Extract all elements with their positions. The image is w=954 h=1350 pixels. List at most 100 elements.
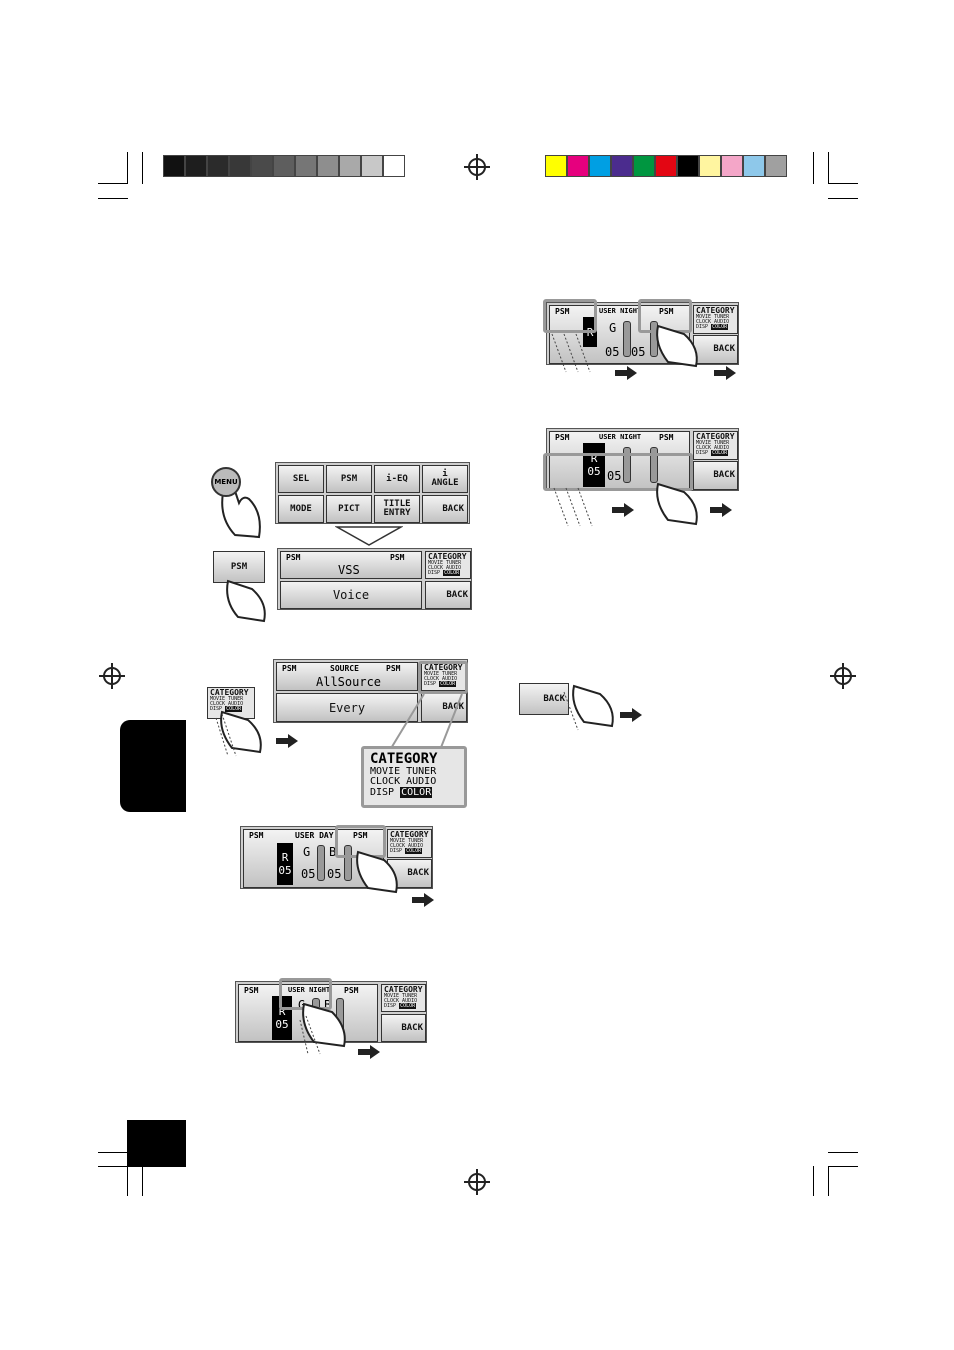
crop-mark [813, 1166, 814, 1196]
color-swatch [295, 155, 317, 177]
category-row: MOVIE TUNER [696, 314, 730, 320]
color-swatch [273, 155, 295, 177]
category-button[interactable]: CATEGORY MOVIE TUNER CLOCK AUDIO DISP CO… [693, 305, 738, 334]
category-key[interactable]: CATEGORY MOVIE TUNER CLOCK AUDIO DISP CO… [207, 687, 255, 719]
source-item-bar [276, 662, 418, 691]
psm-left-label[interactable]: PSM [244, 986, 259, 995]
angle-label-a: i [442, 469, 448, 479]
red-level[interactable]: R 05 [277, 843, 293, 885]
b-slider[interactable] [344, 845, 352, 881]
back-button[interactable]: BACK [422, 495, 468, 523]
menu-key[interactable]: MENU [211, 467, 241, 497]
finger-icon [553, 487, 593, 527]
psm-key[interactable]: PSM [213, 551, 265, 583]
category-disp: DISP [390, 848, 403, 854]
grayscale-strip [163, 155, 405, 177]
n2-value: 05 [631, 345, 646, 359]
category-color: COLOR [405, 848, 423, 854]
crop-mark [828, 183, 858, 184]
mode-button[interactable]: MODE [278, 495, 324, 523]
color-swatch [251, 155, 273, 177]
psm-left-label[interactable]: PSM [249, 831, 264, 840]
b-value: 05 [327, 867, 342, 881]
g-value: 05 [301, 867, 316, 881]
registration-mark-icon [464, 1169, 490, 1195]
category-disp: DISP [384, 1003, 397, 1009]
back-button[interactable]: BACK [693, 461, 738, 490]
psm-left-label[interactable]: PSM [282, 664, 297, 673]
color-swatch [633, 155, 655, 177]
finger-icon [551, 333, 591, 373]
finger-icon [226, 579, 266, 623]
back-key[interactable]: BACK [519, 683, 569, 715]
finger-icon [221, 489, 261, 539]
category-row: CLOCK AUDIO [424, 676, 458, 682]
category-disp: DISP [424, 681, 437, 687]
category-row: MOVIE TUNER [390, 838, 424, 844]
user-night-bar [549, 431, 690, 490]
back-button[interactable]: BACK [381, 1014, 426, 1042]
category-button[interactable]: CATEGORY MOVIE TUNER CLOCK AUDIO DISP CO… [693, 431, 738, 460]
g-slider[interactable] [623, 447, 631, 483]
category-row: MOVIE TUNER [384, 993, 418, 999]
title-entry-button[interactable]: TITLE ENTRY [374, 495, 420, 523]
psm-screen: PSM PSM VSS Voice CATEGORY MOVIE TUNER C… [277, 548, 472, 610]
pict-button[interactable]: PICT [326, 495, 372, 523]
source-sub-bar[interactable]: Every [276, 693, 418, 722]
psm-right-label[interactable]: PSM [386, 664, 401, 673]
back-button[interactable]: BACK [425, 581, 471, 609]
category-callout: CATEGORY MOVIE TUNER CLOCK AUDIO DISP CO… [361, 746, 467, 808]
angle-button[interactable]: i ANGLE [422, 465, 468, 493]
category-disp: DISP [696, 450, 709, 456]
crop-mark [813, 152, 814, 184]
finger-icon [356, 850, 398, 894]
crop-mark [828, 152, 829, 184]
color-swatch [567, 155, 589, 177]
color-swatch [699, 155, 721, 177]
transition-arrow-icon [335, 526, 403, 546]
category-button[interactable]: CATEGORY MOVIE TUNER CLOCK AUDIO DISP CO… [387, 829, 432, 858]
ieq-button[interactable]: i-EQ [374, 465, 420, 493]
category-row: MOVIE TUNER [424, 671, 458, 677]
psm-right-label[interactable]: PSM [353, 831, 368, 840]
callout-lines [389, 693, 463, 751]
crop-mark [98, 1152, 128, 1153]
category-title: CATEGORY [696, 432, 735, 441]
psm-left-label[interactable]: PSM [555, 433, 570, 442]
psm-left-label[interactable]: PSM [555, 307, 570, 316]
category-row: CLOCK AUDIO [390, 843, 424, 849]
category-row: CLOCK AUDIO [696, 445, 730, 451]
psm-left-label[interactable]: PSM [286, 553, 301, 562]
crop-mark [828, 198, 858, 199]
category-title: CATEGORY [210, 688, 249, 697]
color-swatch [163, 155, 185, 177]
psm-right-label[interactable]: PSM [659, 433, 674, 442]
color-swatch [383, 155, 405, 177]
psm-right-label[interactable]: PSM [390, 553, 405, 562]
psm-right-label[interactable]: PSM [659, 307, 674, 316]
category-color: COLOR [399, 1003, 417, 1009]
sel-button[interactable]: SEL [278, 465, 324, 493]
crop-mark [127, 1166, 128, 1196]
g-label: G [609, 321, 617, 335]
finger-icon [215, 710, 262, 757]
category-row: MOVIE TUNER [696, 440, 730, 446]
category-button[interactable]: CATEGORY MOVIE TUNER CLOCK AUDIO DISP CO… [381, 984, 426, 1012]
b-slider[interactable] [650, 447, 658, 483]
g-slider[interactable] [317, 845, 325, 881]
g-slider[interactable] [623, 321, 631, 357]
menu-screen: SEL PSM i-EQ i ANGLE MODE PICT TITLE ENT… [275, 462, 470, 524]
n2-value: 05 [607, 469, 622, 483]
category-title: CATEGORY [384, 985, 423, 994]
category-button[interactable]: CATEGORY MOVIE TUNER CLOCK AUDIO DISP CO… [425, 551, 471, 579]
callout-row: CLOCK AUDIO [370, 776, 437, 788]
category-row: CLOCK AUDIO [384, 998, 418, 1004]
psm-setting-bar[interactable]: Voice [280, 581, 422, 609]
finger-icon [656, 482, 698, 526]
category-row: DISP COLOR [390, 848, 429, 854]
psm-right-label[interactable]: PSM [344, 986, 359, 995]
crop-mark [127, 152, 128, 184]
category-row: MOVIE TUNER [428, 560, 462, 566]
back-button[interactable]: BACK [421, 693, 467, 722]
psm-button[interactable]: PSM [326, 465, 372, 493]
